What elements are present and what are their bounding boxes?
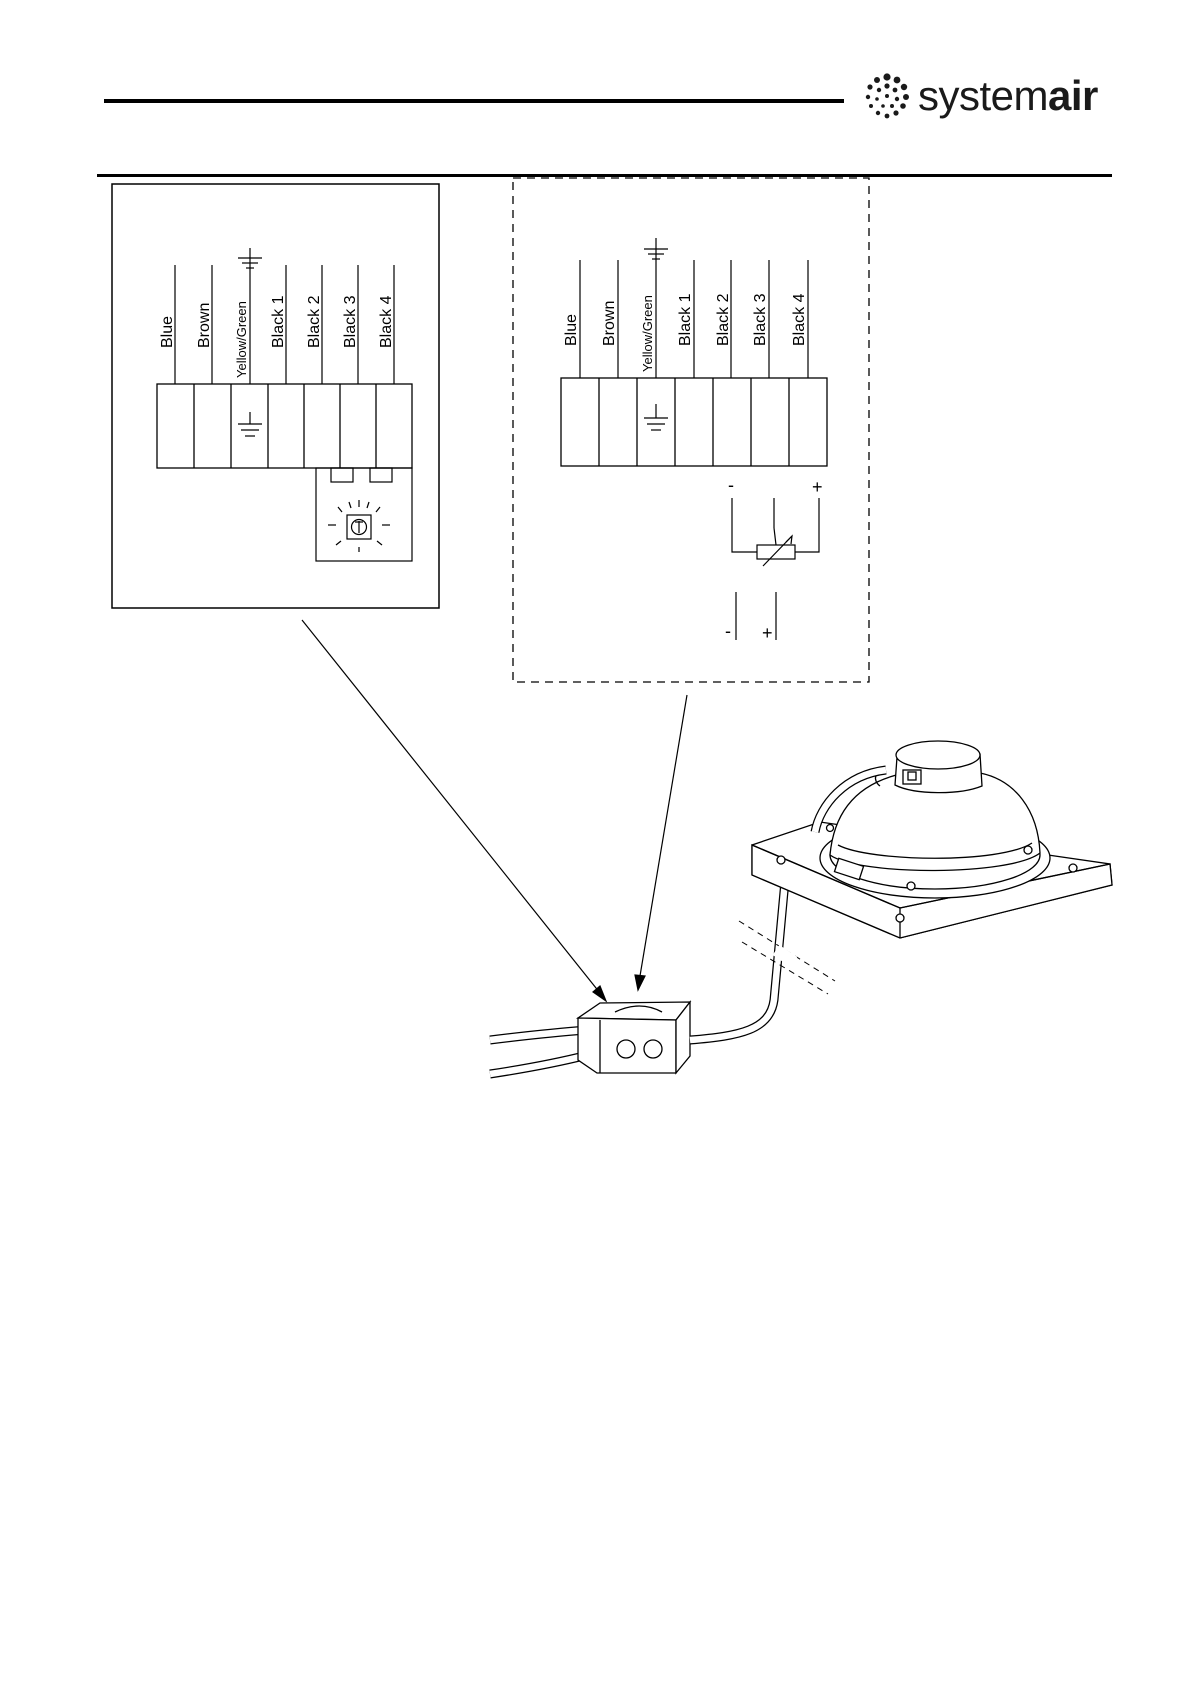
wire-label-blue: Blue [563, 314, 580, 346]
left-panel-frame [112, 184, 439, 608]
wire-label-black-3: Black 3 [342, 295, 359, 348]
right-terminal-block [561, 378, 827, 466]
potentiometer-icon [732, 498, 819, 566]
wire-label-black-1: Black 1 [270, 295, 287, 348]
right-panel-frame [513, 178, 869, 682]
wire-label-black-4: Black 4 [378, 295, 395, 348]
wire-label-blue: Blue [159, 316, 176, 348]
wire-label-brown: Brown [196, 303, 213, 348]
wire-label-black-1: Black 1 [677, 293, 694, 346]
signal-plus-label: + [762, 623, 773, 643]
leader-arrows [302, 620, 687, 1001]
wire-label-black-4: Black 4 [791, 293, 808, 346]
right-wiring-panel: Blue Brown Yellow/Green Black 1 Black 2 … [513, 178, 869, 682]
potentiometer-plus-label: + [812, 477, 823, 497]
wire-label-black-2: Black 2 [306, 295, 323, 348]
ground-icon [644, 238, 668, 260]
wire-label-black-2: Black 2 [715, 293, 732, 346]
left-wiring-panel: Blue Brown Yellow/Green Black 1 Black 2 … [112, 184, 439, 608]
signal-minus-label: - [725, 621, 731, 641]
potentiometer-minus-label: - [728, 475, 734, 495]
left-terminal-block [157, 384, 412, 468]
ground-icon [644, 404, 668, 430]
wire-label-black-3: Black 3 [752, 293, 769, 346]
rotary-switch-icon [316, 468, 412, 561]
ground-icon [238, 412, 262, 436]
wire-label-yellow-green: Yellow/Green [640, 295, 655, 372]
fan-icon [752, 741, 1112, 938]
wire-label-brown: Brown [601, 301, 618, 346]
wire-label-yellow-green: Yellow/Green [234, 301, 249, 378]
ground-icon [238, 248, 262, 268]
